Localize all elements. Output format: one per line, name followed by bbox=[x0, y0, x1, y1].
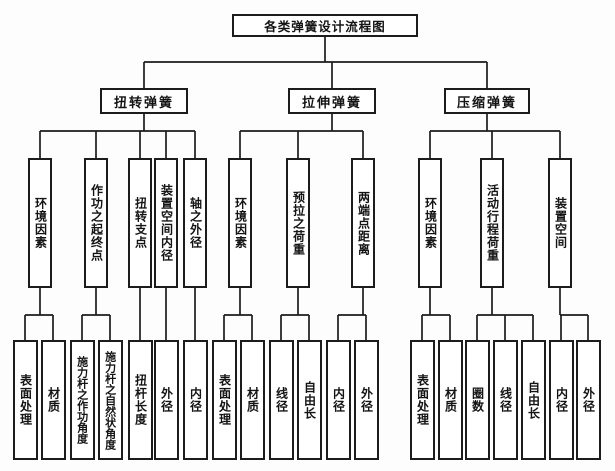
spec-node: 线径 bbox=[492, 340, 518, 460]
spec-node: 外径 bbox=[153, 340, 179, 460]
spec-node: 内径 bbox=[548, 340, 574, 460]
spec-node: 圈数 bbox=[464, 340, 490, 460]
factor-node: 环境因素 bbox=[418, 158, 442, 288]
spec-node: 材质 bbox=[437, 340, 463, 460]
spec-node: 表面处理 bbox=[211, 340, 237, 460]
spec-node: 材质 bbox=[239, 340, 265, 460]
spec-node: 外径 bbox=[575, 340, 601, 460]
spring-type-node-torsion-spring: 扭转弹簧 bbox=[100, 88, 188, 114]
factor-node: 扭转支点 bbox=[128, 158, 152, 288]
spec-node: 材质 bbox=[40, 340, 66, 460]
title-node: 各类弹簧设计流程图 bbox=[232, 14, 418, 37]
spec-node: 扭杆长度 bbox=[127, 340, 153, 460]
factor-node: 活动行程荷重 bbox=[480, 158, 504, 288]
spec-node: 外径 bbox=[353, 340, 379, 460]
factor-node: 预拉之荷重 bbox=[286, 158, 310, 288]
spec-node: 线径 bbox=[268, 340, 294, 460]
spec-node: 表面处理 bbox=[409, 340, 435, 460]
spring-type-node-extension-spring: 拉伸弹簧 bbox=[288, 88, 376, 114]
factor-node: 两端点距离 bbox=[351, 158, 375, 288]
spec-node: 内径 bbox=[182, 340, 208, 460]
spec-node: 自由长 bbox=[520, 340, 546, 460]
factor-node: 作功之起终点 bbox=[84, 158, 108, 288]
spec-node: 表面处理 bbox=[12, 340, 38, 460]
spec-node: 内径 bbox=[325, 340, 351, 460]
factor-node: 环境因素 bbox=[28, 158, 52, 288]
factor-node: 环境因素 bbox=[228, 158, 252, 288]
factor-node: 装置空间 bbox=[548, 158, 572, 288]
factor-node: 装置空间内径 bbox=[154, 158, 178, 288]
spec-node: 施力杆之作功角度 bbox=[69, 340, 95, 460]
factor-node: 轴之外径 bbox=[183, 158, 207, 288]
spec-node: 自由长 bbox=[296, 340, 322, 460]
spring-type-node-compression-spring: 压缩弹簧 bbox=[444, 88, 530, 114]
spec-node: 施力杆之自然状角度 bbox=[97, 340, 123, 460]
